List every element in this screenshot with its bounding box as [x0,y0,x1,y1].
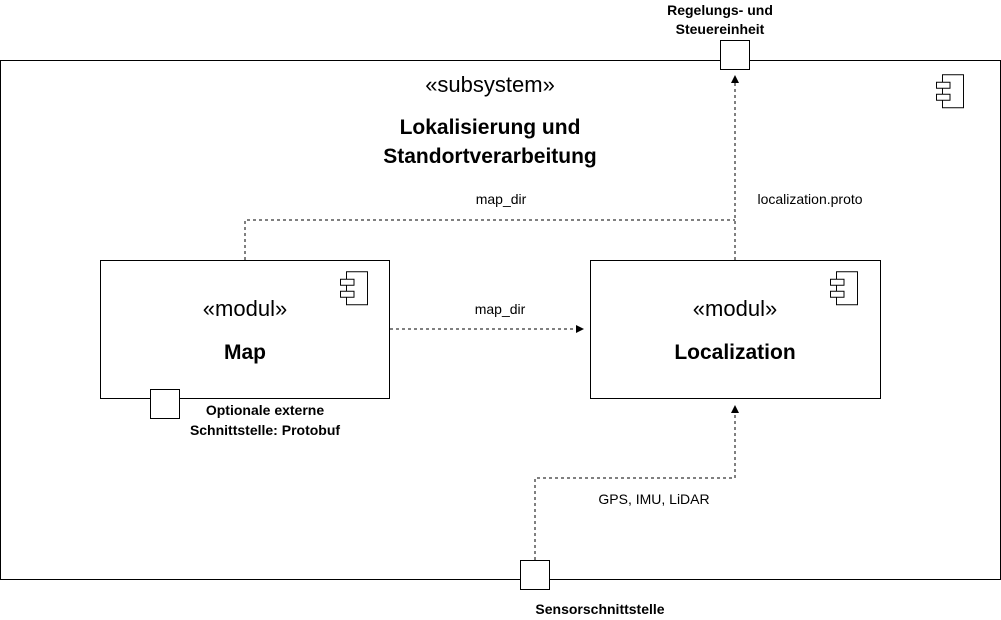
subsystem-title-line1: Lokalisierung und [399,116,581,139]
port-top-label-line2: Steuereinheit [675,21,765,37]
connector-label-localization-to-top: localization.proto [757,191,863,207]
module-localization-name: Localization [674,341,796,364]
connector-sensor-to-localization[interactable] [534,405,739,560]
port-bottom-label: Sensorschnittstelle [535,601,665,617]
port-bottom[interactable] [520,560,550,590]
module-map-name: Map [224,341,266,364]
module-map-stereotype: «modul» [202,296,288,321]
connector-label-sensor-to-localization: GPS, IMU, LiDAR [598,491,710,507]
port-top-label-line1: Regelungs- und [667,2,773,18]
module-localization-stereotype: «modul» [692,296,778,321]
connector-label-map-to-localization: map_dir [474,301,526,317]
port-top[interactable] [720,40,750,70]
port-map-external-label-line1: Optionale externe [205,402,325,418]
component-icon [340,271,368,306]
subsystem-stereotype: «subsystem» [425,72,555,97]
port-map-external-label-line2: Schnittstelle: Protobuf [189,422,341,438]
component-icon [936,74,964,109]
subsystem-title-line2: Standortverarbeitung [383,145,597,168]
connector-map-to-top[interactable] [244,219,735,260]
component-icon [830,271,858,306]
port-map-external[interactable] [150,389,180,419]
connector-label-map-to-top: map_dir [475,191,527,207]
